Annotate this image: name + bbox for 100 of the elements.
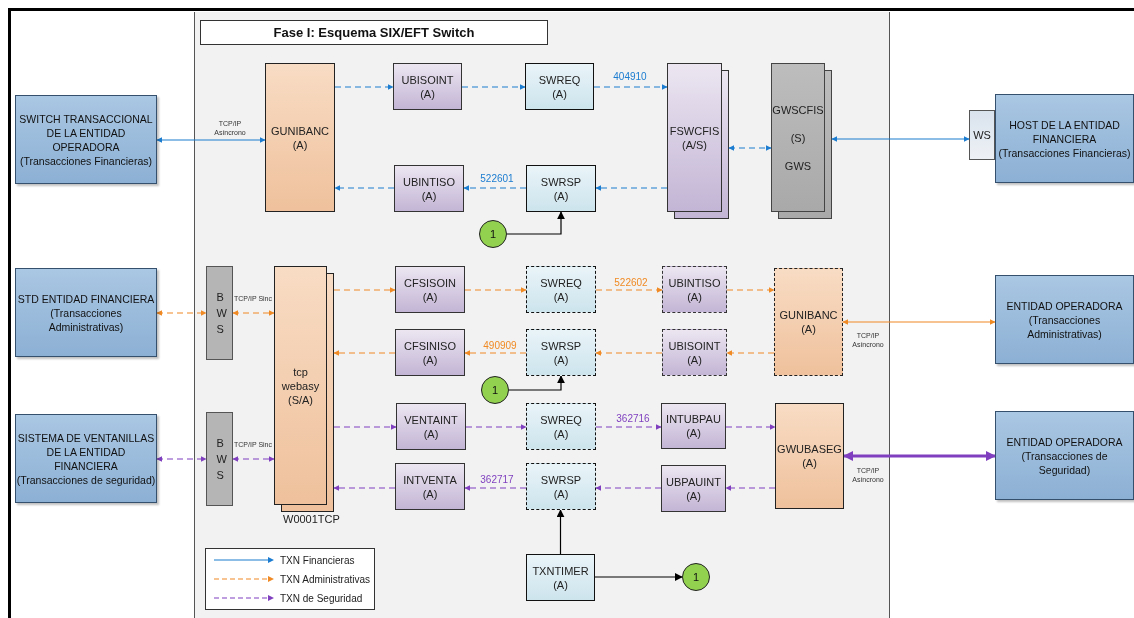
process-box [661, 465, 726, 512]
process-box [394, 165, 464, 212]
dashed-arrow [593, 84, 668, 90]
dashed-arrow [232, 456, 275, 462]
dashed-arrow [464, 350, 527, 356]
node-label: (A) [553, 577, 568, 592]
node-label: SWREQ [540, 412, 582, 427]
dashed-arrow [725, 485, 776, 491]
legend-label: TXN de Seguridad [280, 591, 363, 606]
node-label: SWRSP [540, 338, 582, 353]
node-label: (A) [553, 426, 569, 441]
node-label: SWREQ [540, 275, 582, 290]
node-label: (A) [421, 188, 437, 203]
node-label: UBPAUINT [666, 474, 721, 489]
dashed-arrow [728, 145, 772, 151]
node-label: (A) [801, 322, 816, 336]
arrow [594, 573, 683, 581]
node-label: (S/A) [287, 392, 314, 407]
arrow [556, 509, 565, 555]
node-label: (A) [553, 352, 569, 367]
dashed-arrow [595, 424, 662, 430]
dashed-arrow [156, 456, 207, 462]
dashed-arrow [333, 350, 396, 356]
arrow [508, 375, 565, 391]
system-box [995, 411, 1134, 500]
double-arrow [843, 451, 996, 461]
node-label: (Transacciones Financieras) [998, 145, 1131, 160]
node-label: CFSISOIN [404, 275, 456, 290]
node-label: (A) [553, 188, 569, 203]
edge-label: 362717 [479, 473, 515, 485]
step-number: 1 [489, 227, 497, 241]
web-service-box [206, 266, 233, 360]
system-box [995, 275, 1134, 364]
dashed-arrow [595, 185, 668, 191]
node-label: INTVENTA [403, 472, 457, 487]
process-box [395, 266, 465, 313]
node-label: SWITCH TRANSACCIONAL DE LA ENTIDAD OPERADORA [18, 111, 154, 154]
node-label: GWS [784, 158, 812, 173]
dashed-arrow [232, 310, 275, 316]
process-box [525, 63, 594, 110]
node-label: tcp webasy [280, 364, 321, 393]
node-label: (Transacciones de seguridad) [16, 472, 156, 487]
node-label: GWSCFIS [772, 102, 824, 117]
process-box [526, 165, 596, 212]
dashed-arrow [595, 350, 663, 356]
node-label: SWRSP [540, 472, 582, 487]
node-label: (A) [422, 289, 438, 304]
process-box [667, 63, 722, 212]
dashed-arrow [726, 350, 775, 356]
process-box [662, 329, 727, 376]
node-label: INTUBPAU [666, 412, 721, 426]
node-label: FSWCFIS [669, 123, 720, 138]
dashed-arrow [461, 84, 526, 90]
edge-label: 522601 [479, 172, 515, 184]
node-label: VENTAINT [404, 412, 458, 427]
arrow [506, 211, 565, 235]
web-service-box [969, 110, 995, 160]
node-label: (A) [802, 456, 817, 470]
process-box [774, 268, 843, 376]
dashed-arrow [725, 424, 776, 430]
node-label: (A) [422, 352, 438, 367]
node-label: (S) [790, 130, 806, 145]
edge-label: 404910 [612, 70, 648, 82]
node-label: TXNTIMER [532, 563, 589, 578]
node-label: (A) [686, 426, 701, 440]
legend-label: TXN Financieras [280, 553, 355, 568]
dashed-arrow [334, 185, 395, 191]
node-label: SWREQ [538, 72, 581, 87]
process-box [396, 403, 466, 450]
process-box [775, 403, 844, 509]
process-box [526, 463, 596, 510]
process-box [395, 329, 465, 376]
dashed-arrow [334, 84, 394, 90]
node-label: (A) [423, 426, 439, 441]
node-label: (A) [686, 488, 701, 503]
node-label: (Transacciones de Seguridad) [1020, 448, 1109, 477]
legend-label: TXN Administrativas [280, 572, 371, 587]
dashed-arrow [595, 287, 663, 293]
process-box [662, 266, 727, 313]
process-box [526, 329, 596, 376]
gateway-box [771, 63, 825, 212]
edge-label: 490909 [482, 339, 518, 351]
title-box: Fase I: Esquema SIX/EFT Switch [200, 20, 548, 45]
system-box [995, 94, 1134, 183]
dashed-arrow [464, 485, 527, 491]
dashed-arrow [333, 485, 396, 491]
dashed-arrow [726, 287, 775, 293]
edge-label: 362716 [615, 412, 651, 424]
node-label: HOST DE LA ENTIDAD FINANCIERA [1008, 117, 1121, 146]
process-box [393, 63, 462, 110]
node-caption: W0001TCP [283, 512, 340, 526]
double-arrow [842, 319, 996, 325]
node-label: UBINTISO [668, 275, 721, 290]
node-label: (A) [553, 289, 569, 304]
dashed-arrow [156, 310, 207, 316]
node-label: (A) [687, 289, 702, 304]
dashed-arrow [463, 185, 527, 191]
dashed-arrow [333, 424, 397, 430]
double-arrow [156, 137, 266, 143]
node-label: STD ENTIDAD FINANCIERA [17, 291, 155, 306]
